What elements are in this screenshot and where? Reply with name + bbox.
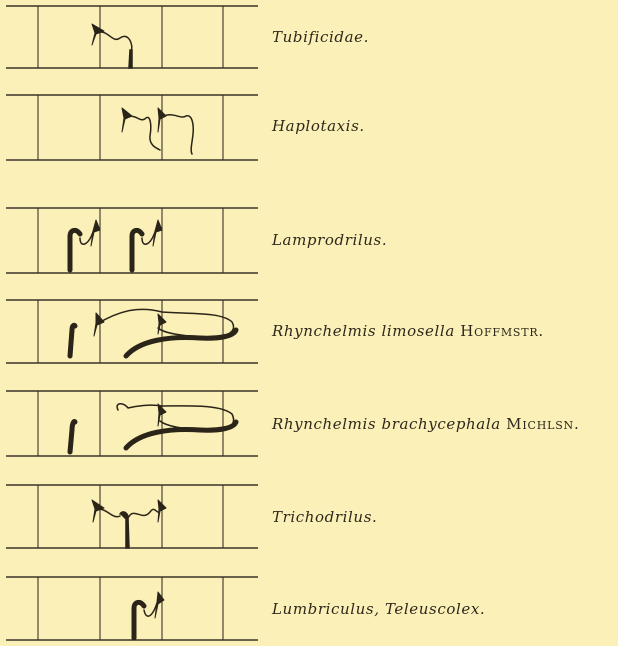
diagram-row-lumbriculus <box>6 577 258 640</box>
species-label-rhynchelmis-limosella: Rhynchelmis limosella Hoffmstr. <box>272 322 544 340</box>
species-label-haplotaxis: Haplotaxis. <box>272 117 365 135</box>
atrium-icon <box>70 230 80 270</box>
funnel-icon <box>92 500 104 522</box>
atrium-icon <box>126 330 236 356</box>
species-label-rhynchelmis-brachycephala: Rhynchelmis brachycephala Michlsn. <box>272 415 580 433</box>
diagram-row-tubificidae <box>6 6 258 68</box>
diagram-row-lamprodrilus <box>6 208 258 273</box>
efferent-duct <box>125 116 160 150</box>
efferent-duct <box>97 309 234 337</box>
funnel-icon <box>122 108 132 132</box>
species-label-lamprodrilus: Lamprodrilus. <box>272 231 387 249</box>
atrium-icon <box>126 422 236 448</box>
efferent-duct <box>128 509 158 518</box>
funnel-icon <box>94 313 104 336</box>
efferent-duct <box>117 404 233 431</box>
atrium-icon <box>132 230 142 270</box>
funnel-icon <box>92 24 104 45</box>
efferent-duct <box>96 32 132 52</box>
author-label: Michlsn. <box>506 415 579 433</box>
species-label-lumbriculus: Lumbriculus, Teleuscolex. <box>272 600 485 618</box>
atrium-icon <box>70 325 75 356</box>
species-label-trichodrilus: Trichodrilus. <box>272 508 377 526</box>
diagram-row-haplotaxis <box>6 95 258 160</box>
atrium-icon <box>70 421 75 452</box>
species-label-tubificidae: Tubificidae. <box>272 28 369 46</box>
diagram-row-rhynchelmis-brachycephala <box>6 391 258 456</box>
diagram-row-rhynchelmis-limosella <box>6 300 258 363</box>
atrium-icon <box>134 602 144 638</box>
author-label: Hoffmstr. <box>460 322 544 340</box>
efferent-duct <box>160 115 193 154</box>
atrium-icon <box>129 50 132 68</box>
diagram-row-trichodrilus <box>6 485 258 548</box>
